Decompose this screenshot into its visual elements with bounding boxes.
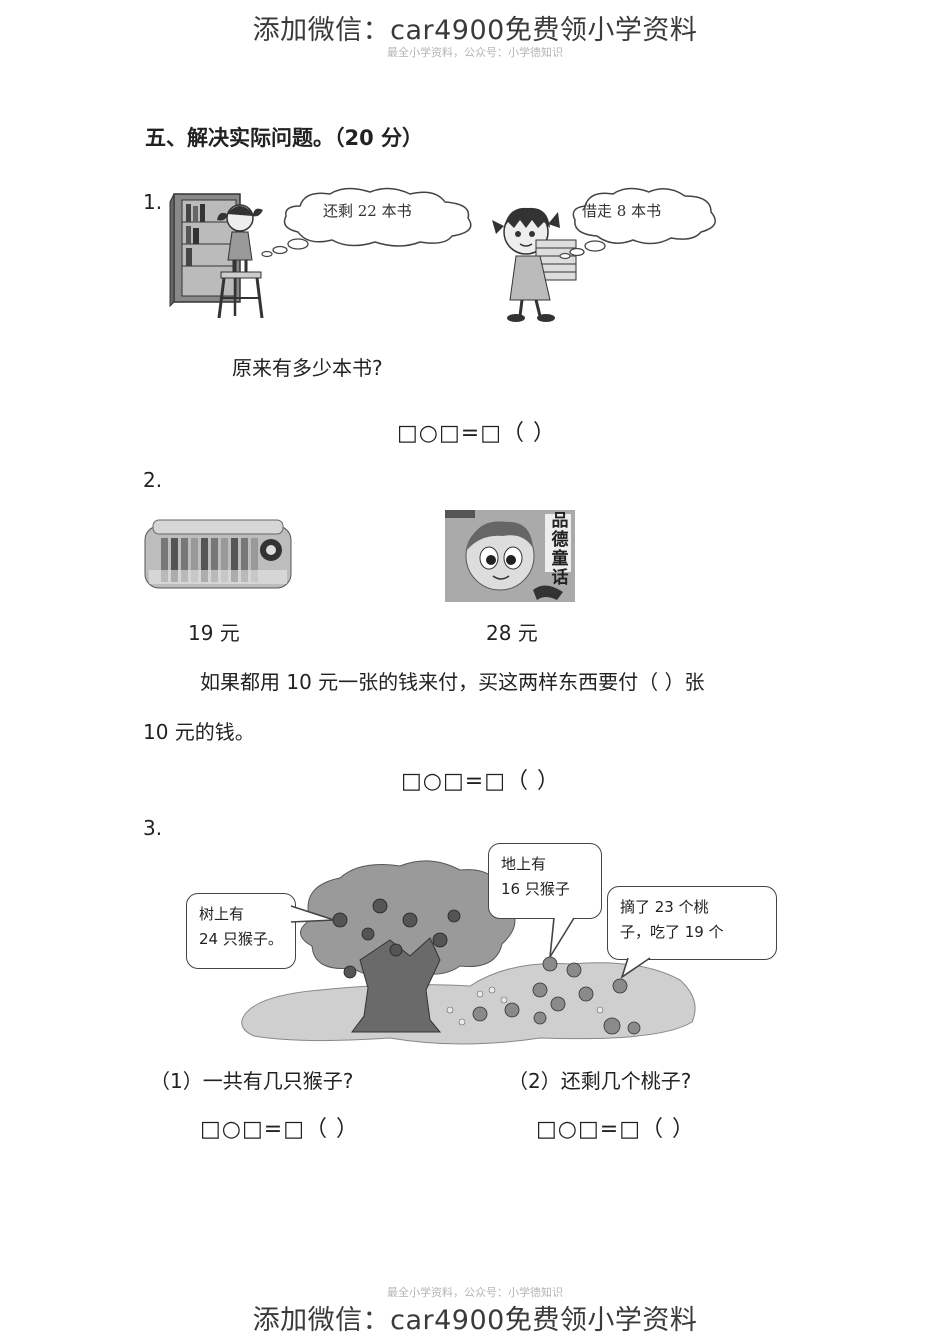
- footer-banner: 添加微信：car4900免费领小学资料: [252, 1305, 698, 1336]
- pen-set-icon: [144, 519, 292, 589]
- monkey-tree-icon: [241, 860, 696, 1045]
- q2-number: 2.: [143, 468, 163, 492]
- callout-ground-monkeys: 地上有 16 只猴子: [488, 843, 602, 919]
- q2-question-line1: 如果都用 10 元一张的钱来付，买这两样东西要付（ ）张: [200, 670, 705, 694]
- callout-ground-line2: 16 只猴子: [501, 880, 570, 898]
- thought-bubble-right: [559, 187, 716, 260]
- callout-tree-monkeys: 树上有 24 只猴子。: [186, 893, 296, 969]
- callout-tree-pointer: [290, 905, 335, 923]
- thought-bubble-left: [261, 187, 472, 258]
- q2-formula: □○□=□（ ）: [401, 769, 560, 794]
- book-cover-icon: [445, 510, 575, 602]
- bubble-right-text: 借走 8 本书: [582, 202, 662, 220]
- girl-on-stool-icon: [217, 204, 264, 319]
- q2-question-line2: 10 元的钱。: [143, 720, 255, 744]
- callout-tree-line2: 24 只猴子。: [199, 930, 283, 948]
- callout-peach-pointer: [620, 957, 651, 979]
- book-cover-title: 品德童话: [551, 511, 569, 588]
- q2-item2-price: 28 元: [486, 621, 538, 645]
- callout-tree-line1: 树上有: [199, 905, 245, 923]
- q1-formula: □○□=□（ ）: [397, 421, 556, 446]
- q1-number: 1.: [143, 190, 163, 214]
- q3-formula2: □○□=□（ ）: [536, 1117, 695, 1142]
- q3-formula1: □○□=□（ ）: [200, 1117, 359, 1142]
- callout-ground-line1: 地上有: [501, 855, 547, 873]
- q3-sub1: （1）一共有几只猴子?: [150, 1069, 354, 1093]
- callout-peach-line1: 摘了 23 个桃: [620, 898, 709, 916]
- q1-question: 原来有多少本书?: [232, 356, 383, 380]
- section-title: 五、解决实际问题。（20 分）: [145, 126, 424, 150]
- callout-peaches: 摘了 23 个桃 子，吃了 19 个: [607, 886, 777, 960]
- header-banner: 添加微信：car4900免费领小学资料: [252, 15, 698, 46]
- footer-faint-line: 最全小学资料，公众号：小学德知识: [387, 1286, 563, 1299]
- bubble-left-text: 还剩 22 本书: [323, 202, 412, 220]
- callout-ground-pointer: [549, 917, 575, 958]
- q3-sub2: （2）还剩几个桃子?: [508, 1069, 692, 1093]
- q2-item1-price: 19 元: [188, 621, 240, 645]
- header-faint-line: 最全小学资料，公众号：小学德知识: [387, 46, 563, 59]
- q3-number: 3.: [143, 816, 163, 840]
- callout-peach-line2: 子，吃了 19 个: [620, 923, 724, 941]
- girl-carrying-books-icon: [492, 207, 577, 322]
